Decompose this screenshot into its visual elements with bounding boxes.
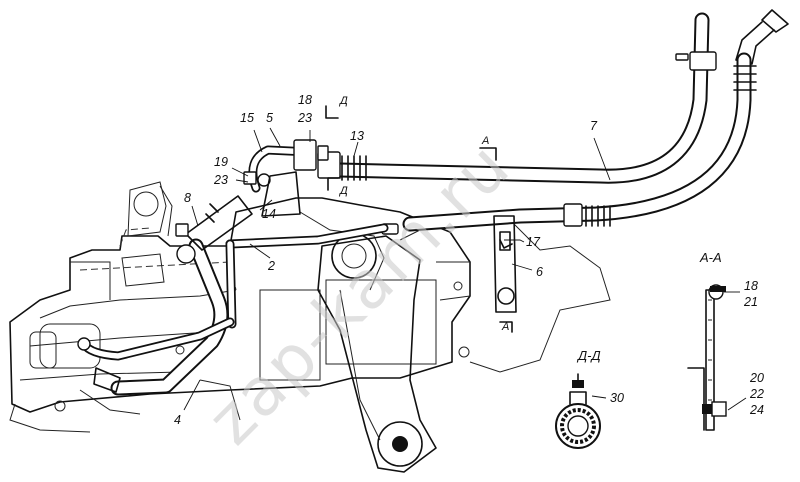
callout-4: 4 <box>174 413 181 427</box>
callout-6: 6 <box>536 265 543 279</box>
callout-23-lower: 23 <box>213 173 228 187</box>
callout-20: 20 <box>749 371 764 385</box>
tee-fitting-5 <box>243 139 329 217</box>
callout-22: 22 <box>749 387 764 401</box>
tube-nut-4 <box>93 367 121 393</box>
bracket-6 <box>493 215 517 313</box>
section-view-dd: Д-Д 30 <box>555 348 624 449</box>
valve-fitting-8 <box>175 195 253 264</box>
callout-13: 13 <box>350 129 364 143</box>
pipe-4 <box>77 238 235 396</box>
tube-nut-top <box>761 9 789 33</box>
callout-21: 21 <box>743 295 758 309</box>
section-dd-title: Д-Д <box>576 348 601 363</box>
callout-14: 14 <box>262 207 276 221</box>
callout-8: 8 <box>184 191 191 205</box>
callout-30: 30 <box>610 391 624 405</box>
section-marker-a: А А <box>479 135 513 333</box>
section-aa-title: А-А <box>699 250 722 265</box>
hose-ferrule <box>563 203 583 227</box>
callout-19: 19 <box>214 155 228 169</box>
hose-clamp-top-left <box>689 51 717 71</box>
section-d-bottom-label: Д <box>338 185 348 197</box>
pipe-2 <box>225 223 389 329</box>
section-d-top-label: Д <box>338 95 348 107</box>
section-view-aa: А-А 18 21 20 22 24 <box>687 250 764 431</box>
callout-24: 24 <box>749 403 764 417</box>
callout-labels-main: 7 17 6 13 18 23 5 15 19 23 14 8 2 4 <box>174 93 598 427</box>
section-marker-d: Д Д <box>325 95 348 197</box>
leader-lines <box>183 127 611 411</box>
callout-2: 2 <box>267 259 275 273</box>
callout-17: 17 <box>526 235 541 249</box>
clamp-bolt <box>675 53 689 61</box>
bracket-14 <box>261 171 301 217</box>
section-a-top-label: А <box>481 135 489 147</box>
callout-18-main: 18 <box>298 93 312 107</box>
hose-7-pair <box>332 9 789 235</box>
section-a-bottom-label: А <box>501 321 509 333</box>
callout-18-section: 18 <box>744 279 758 293</box>
callout-15: 15 <box>240 111 254 125</box>
callout-23-main: 23 <box>297 111 312 125</box>
callout-5: 5 <box>266 111 273 125</box>
callout-7: 7 <box>590 119 598 133</box>
steering-gear-housing <box>9 181 611 433</box>
